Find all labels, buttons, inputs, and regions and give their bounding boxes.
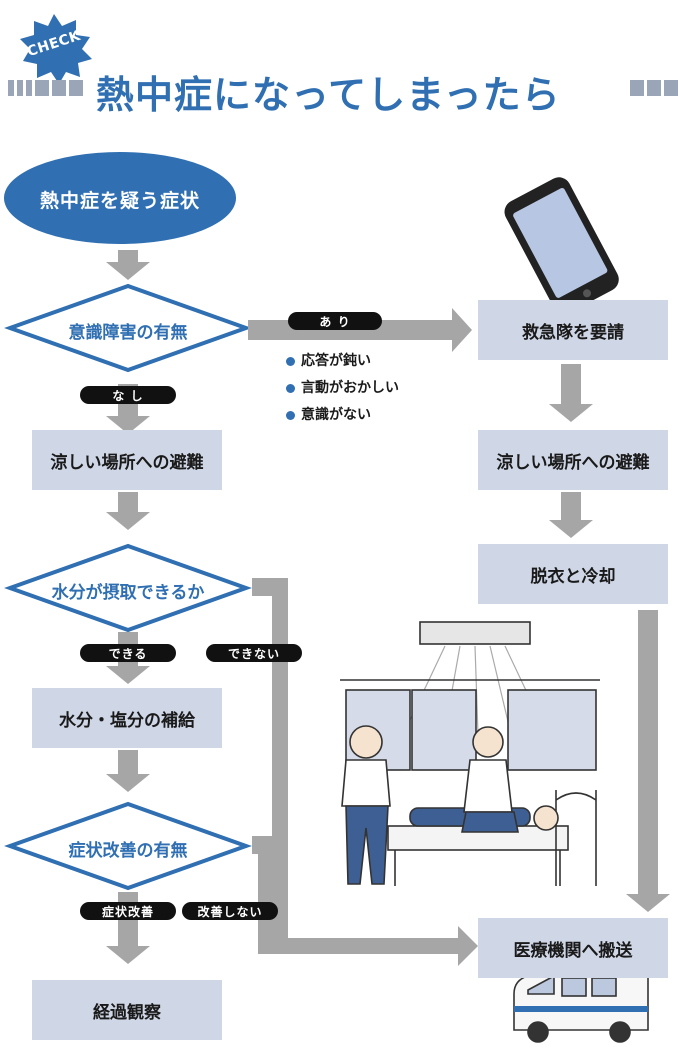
q3-diamond [4, 801, 252, 891]
call-ambulance-box: 救急隊を要請 [478, 300, 668, 360]
page-title: 熱中症になってしまったら [96, 73, 561, 117]
observe-box: 経過観察 [32, 980, 222, 1040]
first-aid-scene-illustration [340, 621, 600, 886]
list-item: 意識がない [286, 402, 399, 429]
list-item: 応答が鈍い [286, 348, 399, 375]
arrow-hydrate-to-q3 [106, 750, 150, 792]
q3-yes-pill: 症状改善 [80, 902, 176, 920]
bullet-dot-icon [286, 411, 295, 420]
evacuate-left-box: 涼しい場所への避難 [32, 430, 222, 490]
q3-label: 症状改善の有無 [68, 841, 188, 861]
list-item: 言動がおかしい [286, 375, 399, 402]
ambulance-icon [513, 965, 649, 1043]
arrow-evacuate-to-q2 [106, 492, 150, 530]
undress-cool-box: 脱衣と冷却 [478, 544, 668, 604]
q1-no-pill: な し [80, 386, 176, 404]
bullet-dot-icon [286, 357, 295, 366]
q2-diamond [4, 543, 252, 633]
hydrate-box: 水分・塩分の補給 [32, 688, 222, 748]
arrow-evacuate-to-cool [549, 492, 593, 538]
title-decoration-left [8, 80, 83, 96]
arrow-call-to-evacuate [549, 364, 593, 422]
q1-diamond [4, 283, 252, 373]
q1-yes-pill: あ り [288, 312, 382, 330]
evacuate-right-box: 涼しい場所への避難 [478, 430, 668, 490]
q1-label: 意識障害の有無 [68, 323, 188, 343]
no-paths-to-hospital [252, 578, 478, 966]
check-badge-shape [20, 14, 92, 84]
q2-label: 水分が摂取できるか [51, 583, 205, 603]
arrow-cool-to-hospital [626, 610, 670, 912]
right-column-arrows [549, 364, 670, 912]
arrow-q3-to-observe [106, 892, 150, 964]
q1-yes-examples: 応答が鈍い 言動がおかしい 意識がない [286, 348, 399, 429]
arrow-start-to-q1 [106, 250, 150, 280]
arrow-q1-to-evacuate [106, 384, 150, 434]
smartphone-icon [504, 177, 619, 314]
q2-no-pill: できない [206, 644, 302, 662]
q2-yes-pill: できる [80, 644, 176, 662]
start-label: 熱中症を疑う症状 [39, 190, 200, 212]
q3-no-pill: 改善しない [182, 902, 278, 920]
start-oval [4, 152, 236, 244]
title-decoration-right [630, 80, 681, 96]
hospital-box: 医療機関へ搬送 [478, 918, 668, 978]
arrow-q1-to-ambulance [248, 308, 472, 352]
bullet-dot-icon [286, 384, 295, 393]
